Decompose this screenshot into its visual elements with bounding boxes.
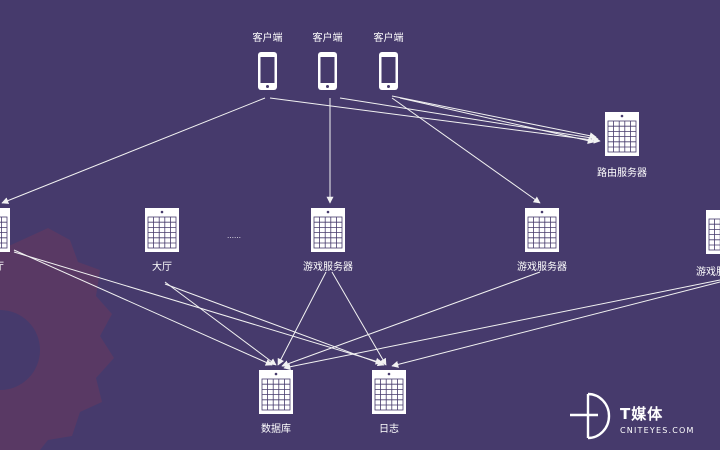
server-icon	[706, 210, 720, 254]
game-server-1: 游戏服务器	[303, 208, 353, 273]
game-server-label: 游戏服务器	[517, 260, 567, 273]
logo-site: CNITEYES.COM	[620, 426, 695, 435]
edge-client3a-router	[391, 95, 597, 140]
server-icon	[259, 370, 293, 414]
router-label: 路由服务器	[597, 166, 647, 179]
server-icon	[605, 112, 639, 156]
edge-lobby1-db	[13, 249, 273, 366]
edge-game1-log	[331, 271, 387, 366]
edge-game2-db	[281, 271, 541, 368]
logo-mark-icon	[570, 392, 611, 440]
client-label: 客户端	[313, 31, 343, 44]
edge-game3-log	[391, 281, 720, 368]
client-label: 客户端	[374, 31, 404, 44]
game-server-2: 游戏服务器	[517, 208, 567, 273]
database-label: 数据库	[261, 422, 291, 435]
ellipsis: ……	[227, 232, 241, 240]
game-server-3: 游戏服务器	[696, 210, 720, 278]
server-icon	[311, 208, 345, 252]
edge-lobby2-db	[164, 281, 277, 366]
server-icon	[0, 208, 10, 252]
edges	[1, 95, 720, 371]
edge-game3-db	[283, 279, 720, 371]
logo-brand: T媒体	[620, 405, 664, 423]
client-2: 客户端	[313, 31, 343, 90]
server-icon	[525, 208, 559, 252]
lobby-label: 大厅	[0, 260, 4, 273]
client-3: 客户端	[374, 31, 404, 90]
server-icon	[372, 370, 406, 414]
edge-client1-lobby1	[1, 97, 266, 204]
game-server-label: 游戏服务器	[303, 260, 353, 273]
edge-client1-router	[269, 97, 601, 144]
server-icon	[145, 208, 179, 252]
client-label: 客户端	[253, 31, 283, 44]
edge-client2-router	[339, 97, 599, 142]
edge-game1-db	[277, 271, 327, 366]
edge-client3b-router	[399, 97, 595, 145]
watermark-logo: T媒体 CNITEYES.COM	[568, 388, 718, 444]
lobby-server-1: 大厅	[0, 208, 10, 273]
edge-lobby2-log	[164, 283, 385, 367]
log-server: 日志	[372, 370, 406, 435]
log-label: 日志	[379, 422, 399, 435]
client-1: 客户端	[253, 31, 283, 90]
lobby-label: 大厅	[152, 260, 172, 273]
database-server: 数据库	[259, 370, 293, 435]
phone-icon	[318, 52, 337, 90]
router-server: 路由服务器	[597, 112, 647, 179]
lobby-server-2: 大厅	[145, 208, 179, 273]
phone-icon	[379, 52, 398, 90]
edge-client3-game2	[391, 97, 541, 204]
gear-decoration	[0, 228, 114, 450]
game-server-label: 游戏服务器	[696, 265, 720, 278]
phone-icon	[258, 52, 277, 90]
edge-lobby1-log	[13, 251, 383, 365]
